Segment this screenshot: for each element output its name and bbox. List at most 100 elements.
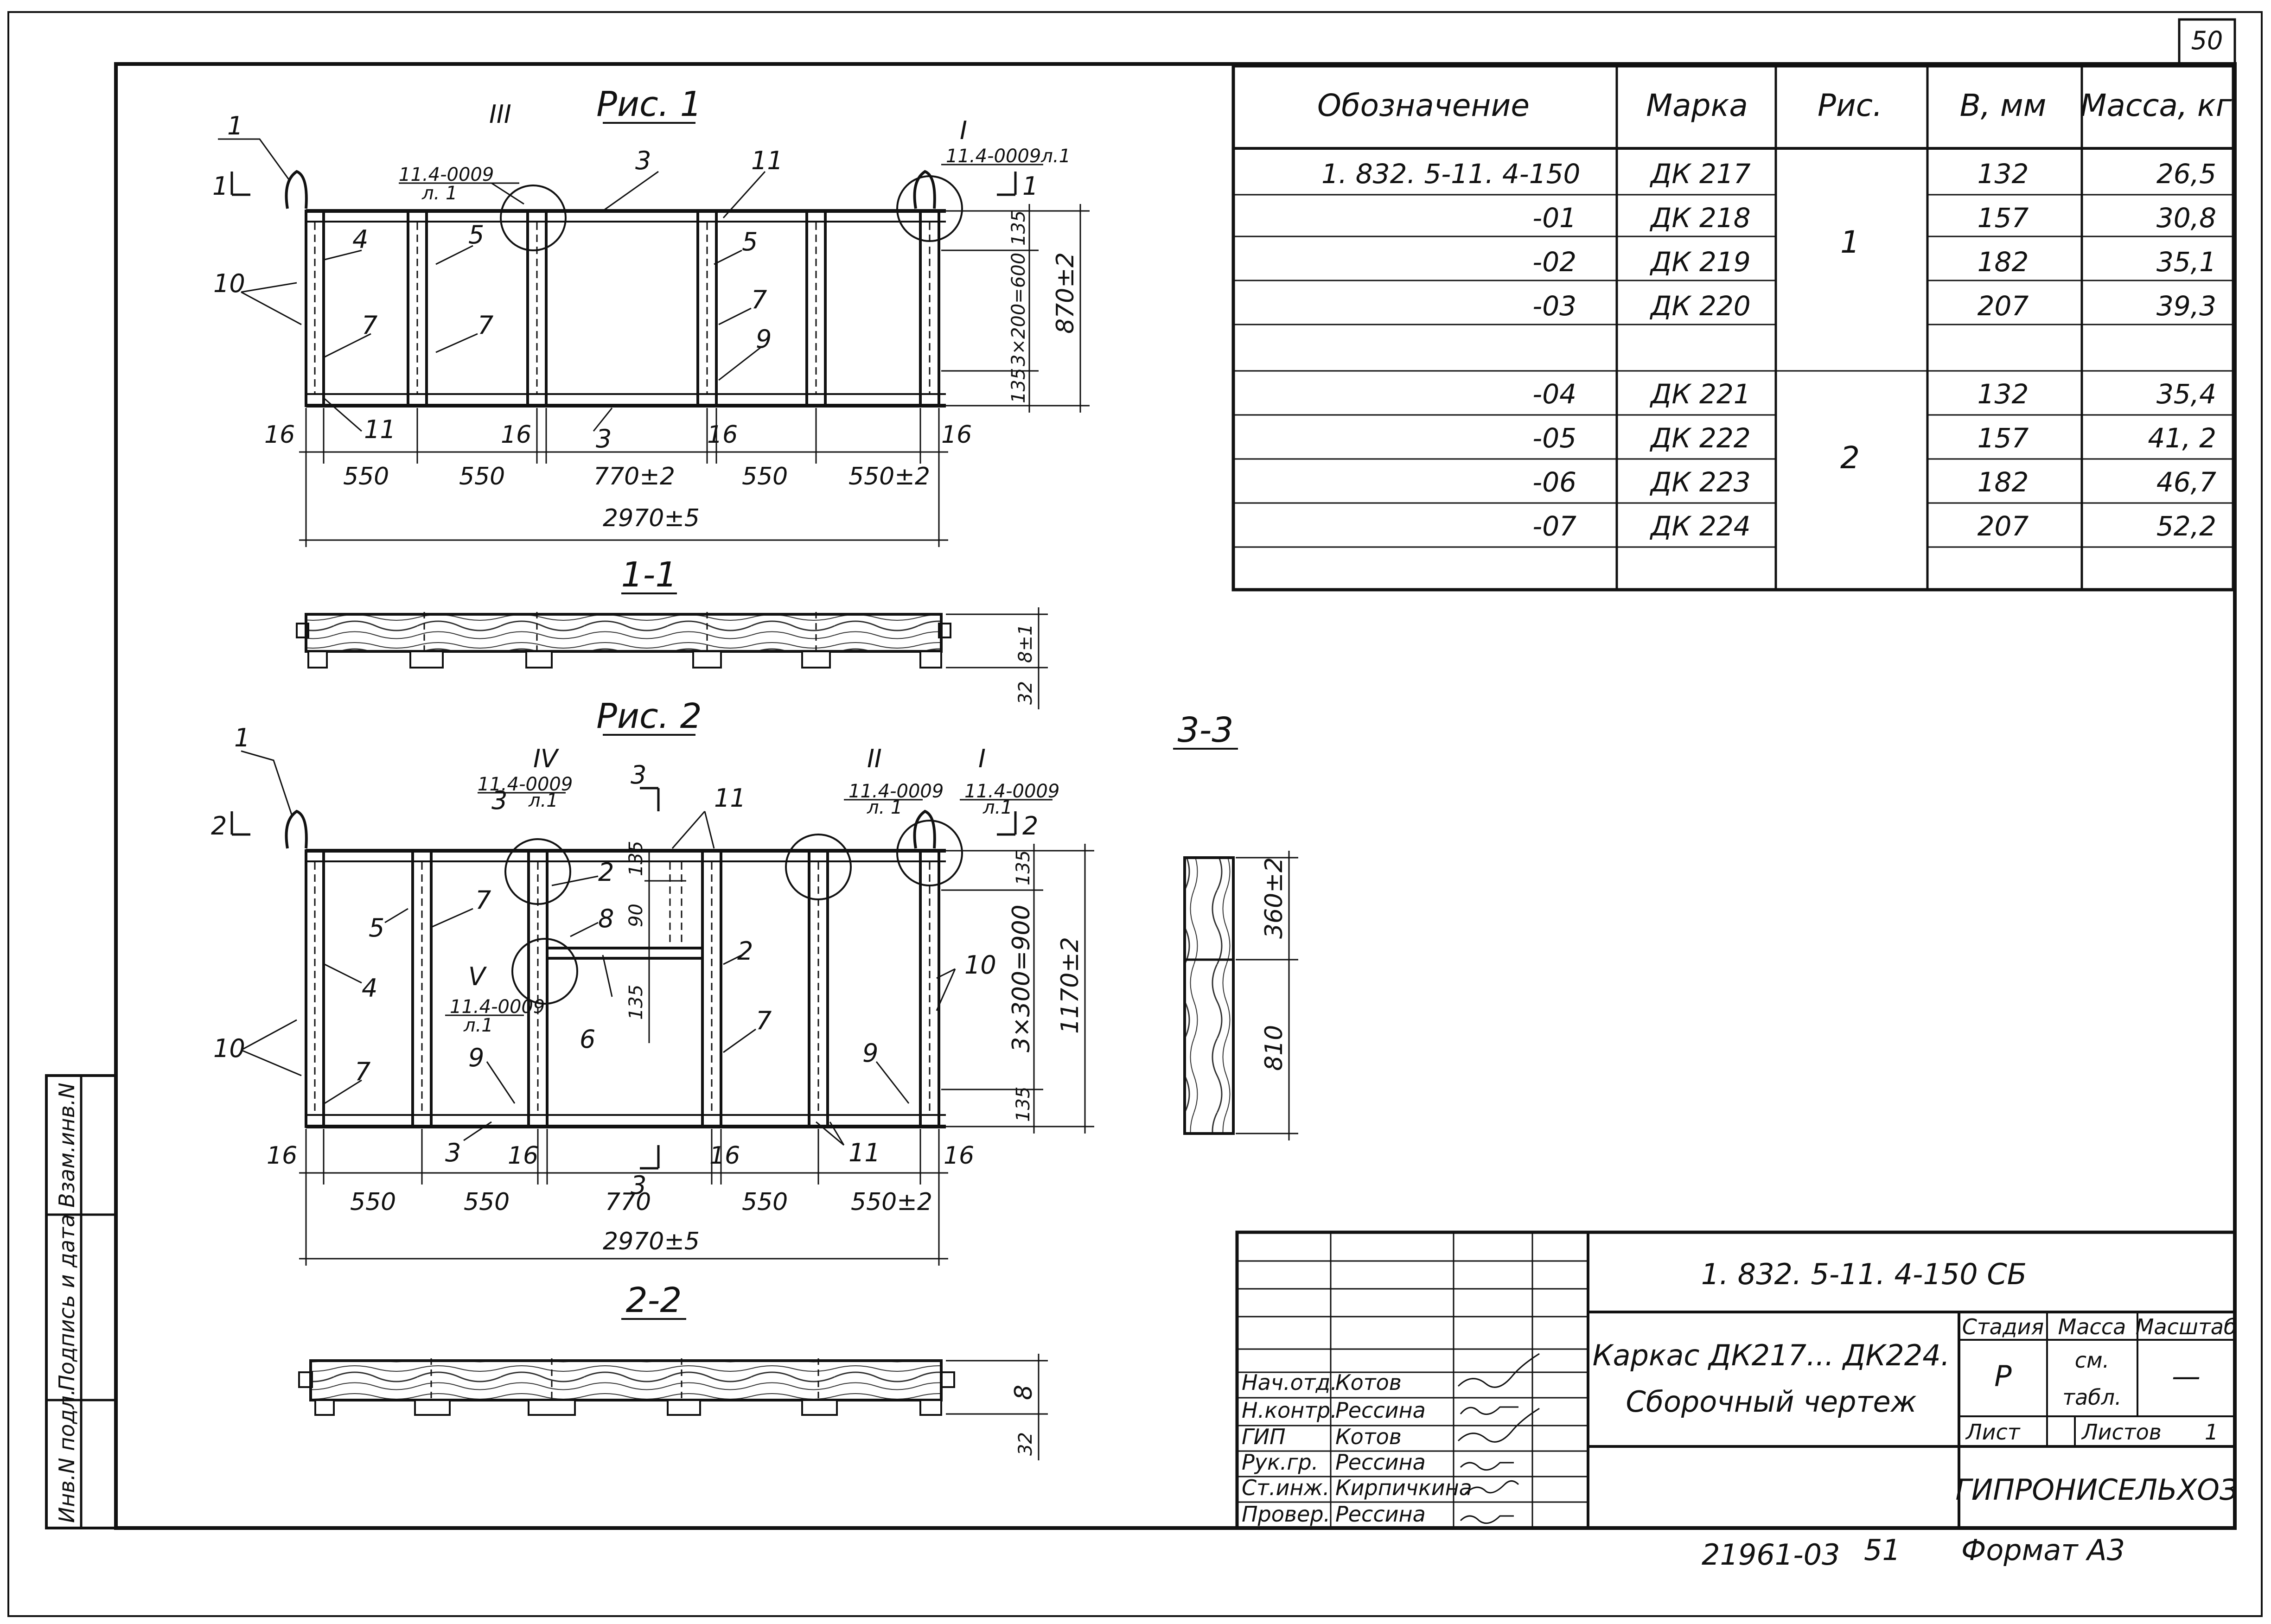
fig1-part-label: 11 [364,415,396,444]
spec-cell-mass: 26,5 [2156,158,2216,190]
spec-cell-mark: ДК 224 [1649,510,1751,542]
spec-row: 1. 832. 5-11. 4-150 ДК 217 132 26,5 [1321,158,2216,190]
doc-number: 1. 832. 5-11. 4-150 СБ [1701,1257,2027,1291]
spec-cell-mark: ДК 222 [1649,422,1751,454]
fig1-section-mark: 1 [212,172,228,201]
spec-row: -01 ДК 218 157 30,8 [1532,202,2216,234]
fig2-dim: 135 [625,841,647,876]
page-number: 50 [2191,26,2223,55]
spec-cell-designation: 1. 832. 5-11. 4-150 [1321,158,1580,190]
fig2-part-label: 7 [475,885,491,915]
spec-cell-mark: ДК 221 [1649,378,1751,410]
signature-role: Н.контр. [1242,1398,1337,1423]
signature-name: Котов [1335,1370,1402,1395]
spec-cell-mass: 52,2 [2156,510,2216,542]
fig2-part-label: 10 [964,950,996,980]
fig2-dim: 16 [709,1142,740,1170]
fig1-part-label: 5 [742,227,758,256]
spec-fig-group: 2 [1840,440,1860,476]
fig1-overall-length: 2970±5 [603,504,700,532]
fig2-part-label: 7 [756,1006,772,1035]
section-3-3: 3-3 360±2 810 [1173,710,1298,1140]
stamp-signature-date: Подпись и дата [54,1214,79,1391]
fig2-dim: 550 [464,1188,510,1216]
section-2-2: 2-2 8 32 [298,1280,1048,1460]
sheets-label: Листов [2081,1420,2162,1445]
fig2-part-label: 3 [445,1138,461,1167]
title-block: Нач.отд. Котов Н.контр. Рессина ГИП Кото… [1235,1230,2238,1530]
fig1-part-label: 11 [751,146,783,175]
fig2-part-label: 4 [362,974,377,1003]
spec-row: -04 ДК 221 132 35,4 [1532,378,2216,410]
spec-cell-b: 157 [1978,202,2029,234]
signature-role: Рук.гр. [1242,1450,1318,1475]
fig1-title: Рис. 1 [596,84,702,124]
fig1-part-label: 9 [756,325,772,354]
stamp-replacement-inventory: Взам.инв.N [54,1083,79,1208]
fig2-part-label: 2 [598,858,614,887]
fig1-callout-roman: I [960,116,967,145]
fig1-callout-ref: 11.4-0009 [399,164,494,185]
sheet-sequence: 51 [1864,1533,1901,1567]
spec-header-mass: Масса, кг [2080,88,2232,123]
fig2-callout-sheet: л.1 [528,790,558,811]
fig1-dim: 16 [501,421,531,449]
fig2-part-label: 5 [369,913,384,943]
fig2-part-label: 1 [234,723,250,752]
spec-cell-mass: 46,7 [2156,466,2216,498]
stage-header: Стадия [1962,1314,2044,1339]
section-3-3-title: 3-3 [1178,710,1234,750]
mass-value: см. [2075,1348,2110,1373]
spec-cell-mass: 35,1 [2156,246,2216,278]
fig1-part-label: 4 [352,225,368,254]
spec-cell-designation: -06 [1532,466,1576,498]
fig2-part-label: 8 [598,904,614,933]
spec-fig-group: 1 [1840,224,1860,260]
fig1-dim: 3×200=600 [1008,253,1029,366]
fig1-dim: 16 [941,421,972,449]
fig2-callout-ref: 11.4-0009 [964,781,1059,802]
fig1-dim: 16 [707,421,738,449]
fig1-frame [285,170,963,408]
section-3-3-dim: 360±2 [1260,857,1288,939]
fig2-dim: 16 [508,1142,538,1170]
fig1-dim: 550 [742,463,788,490]
mass-header: Масса [2058,1314,2126,1339]
signature-role: Ст.инж. [1242,1475,1330,1500]
fig2-callout-roman: V [468,962,487,991]
spec-cell-b: 182 [1978,246,2029,278]
fig2-dim: 135 [1013,1087,1034,1122]
fig2-title: Рис. 2 [596,696,702,736]
sheet-label: Лист [1965,1420,2021,1445]
fig2-section-mark: 2 [211,811,227,841]
fig2-callout-ref: 11.4-0009 [478,774,573,795]
fig2-callout-roman: I [978,744,986,773]
fig1-dim: 550±2 [848,463,930,490]
section-1-1-title: 1-1 [621,555,677,595]
section-1-1-dim: 32 [1015,681,1036,705]
fig2-callout-sheet: л. 1 [867,797,902,818]
spec-cell-designation: -01 [1532,202,1576,234]
fig2-part-label: 11 [714,783,746,813]
spec-table: Обозначение Марка Рис. В, мм Масса, кг 1… [1231,64,2235,592]
spec-cell-mass: 39,3 [2156,290,2216,322]
fig1-view: Рис. 1 [212,84,1090,547]
fig2-dim: 135 [1013,850,1034,885]
sheet-frame [7,11,2263,1617]
signature-name: Котов [1335,1424,1402,1449]
drawing-subtitle: Сборочный чертеж [1626,1385,1916,1419]
spec-cell-mass: 41, 2 [2148,422,2216,454]
fig1-part-label: 7 [751,285,767,314]
spec-cell-mark: ДК 219 [1649,246,1751,278]
fig1-part-label: 10 [213,269,245,298]
spec-header-mark: Марка [1646,88,1748,123]
fig2-section-mark: 3 [631,760,646,790]
spec-header-fig: Рис. [1818,88,1882,123]
fig2-part-label: 3 [491,786,507,815]
section-1-1-dim: 8±1 [1015,624,1036,663]
sheets-count: 1 [2205,1420,2218,1445]
fig2-dim: 16 [944,1142,974,1170]
fig2-part-label: 2 [737,936,753,966]
spec-row: -02 ДК 219 182 35,1 [1532,246,2216,278]
